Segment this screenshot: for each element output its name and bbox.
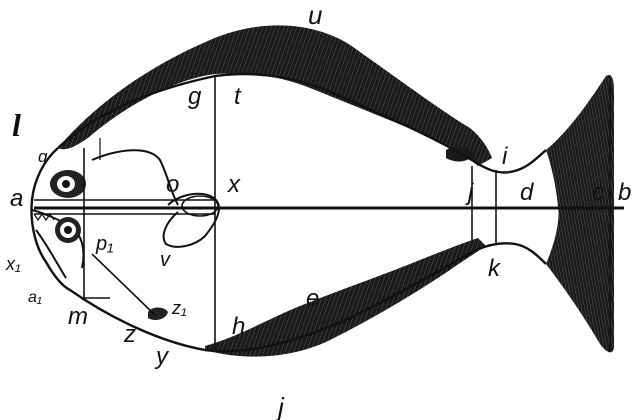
pectoral-fin-base: [182, 196, 218, 216]
label-k: k: [488, 255, 502, 282]
pelvic-fin: [148, 308, 168, 321]
label-m: m: [68, 303, 88, 330]
anal-fin: [205, 238, 486, 357]
pectoral-fin: [164, 194, 219, 247]
label-a1: a₁: [28, 289, 42, 306]
label-v: v: [160, 249, 171, 271]
label-l: l: [12, 107, 21, 143]
pelvic-diagonal: [92, 254, 156, 316]
lower-eye: [55, 217, 81, 243]
label-o: o: [166, 171, 179, 198]
caudal-fin: [546, 75, 614, 352]
label-g: g: [188, 83, 202, 110]
label-i: i: [502, 143, 508, 170]
label-x1: x₁: [5, 254, 21, 274]
label-p1: p₁: [95, 233, 113, 255]
label-j-mid: j: [465, 179, 474, 206]
label-a: a: [10, 185, 23, 212]
label-u: u: [308, 0, 322, 30]
label-t: t: [234, 83, 242, 110]
label-d: d: [520, 179, 534, 206]
label-e: e: [306, 285, 319, 312]
dorsal-fin: [58, 25, 492, 166]
label-x: x: [227, 171, 241, 198]
label-h: h: [232, 313, 245, 340]
upper-eye: [50, 170, 86, 198]
label-b: b: [618, 179, 631, 206]
label-q: q: [38, 147, 48, 166]
label-j-bottom: j: [275, 392, 285, 420]
label-y: y: [154, 343, 170, 370]
label-c: c: [592, 179, 604, 206]
label-z: z: [123, 321, 136, 348]
label-z1: z₁: [171, 298, 187, 318]
